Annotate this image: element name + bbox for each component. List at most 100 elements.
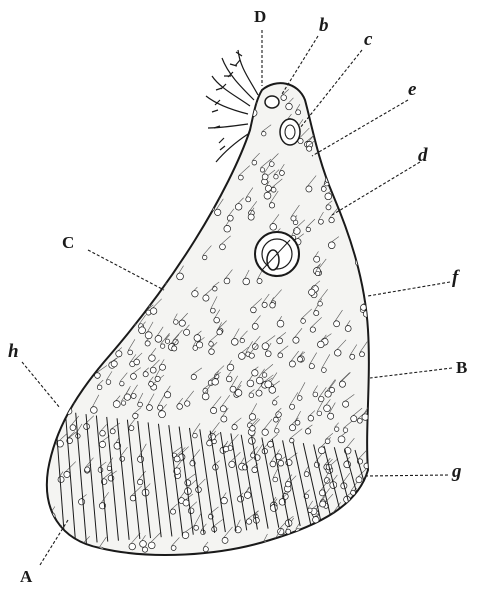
granule <box>260 168 264 172</box>
granule <box>346 546 352 552</box>
granule <box>53 546 59 552</box>
granule <box>248 214 254 220</box>
granule <box>74 265 79 270</box>
cytoplasm-streak <box>319 127 325 133</box>
cytoplasm-streak <box>125 201 132 208</box>
granule <box>273 477 278 482</box>
granule <box>59 372 66 379</box>
cytoplasm-streak <box>90 160 94 165</box>
granule <box>88 284 92 288</box>
granule <box>358 540 364 546</box>
cytoplasm-streak <box>193 161 201 170</box>
granule <box>182 532 189 539</box>
granule <box>79 147 85 153</box>
granule <box>250 426 256 432</box>
granule <box>356 505 362 511</box>
granule <box>117 128 123 134</box>
granule <box>343 401 349 407</box>
cytoplasm-streak <box>80 143 84 148</box>
granule <box>220 406 226 412</box>
cytoplasm-streak <box>169 180 177 191</box>
granule <box>289 361 295 367</box>
cytoplasm-streak <box>152 144 159 152</box>
cytoplasm-streak <box>313 111 320 119</box>
granule <box>343 185 349 191</box>
label-g: g <box>452 462 462 481</box>
cytoplasm-streak <box>181 168 185 174</box>
granule <box>281 95 287 101</box>
granule <box>341 194 347 200</box>
cytoplasm-streak <box>169 147 177 159</box>
granule <box>99 441 105 447</box>
granule <box>223 446 228 451</box>
cytoplasm-streak <box>341 196 347 207</box>
granule <box>169 247 174 252</box>
granule <box>275 540 281 546</box>
granule <box>79 383 84 388</box>
granule <box>145 341 150 346</box>
cytoplasm-streak <box>283 538 288 544</box>
cytoplasm-streak <box>164 125 171 131</box>
cytoplasm-streak <box>204 192 207 198</box>
granule <box>195 129 202 136</box>
cytoplasm-streak <box>109 330 112 336</box>
granule <box>243 278 250 285</box>
cytoplasm-streak <box>91 125 100 134</box>
label-h: h <box>8 342 19 361</box>
granule <box>173 99 179 105</box>
granule <box>214 317 220 323</box>
granule <box>49 370 55 376</box>
cytoplasm-streak <box>116 112 121 121</box>
granule <box>307 543 313 549</box>
cytoplasm-streak <box>60 126 63 132</box>
nucleus <box>255 232 299 276</box>
cytoplasm-streak <box>79 376 85 384</box>
granule <box>202 134 207 139</box>
granule <box>128 199 134 205</box>
granule <box>220 166 224 170</box>
granule <box>325 546 330 551</box>
granule <box>309 95 314 100</box>
granule <box>325 193 332 200</box>
granule <box>170 509 175 514</box>
cytoplasm-streak <box>139 246 148 257</box>
cytoplasm-streak <box>83 323 89 334</box>
cytoplasm-streak <box>337 518 345 525</box>
granule <box>251 307 257 313</box>
granule <box>265 381 272 388</box>
granule <box>308 415 314 421</box>
granule <box>136 113 141 118</box>
granule <box>120 381 124 385</box>
granule <box>224 225 231 232</box>
granule <box>66 362 72 368</box>
granule <box>252 160 257 165</box>
cytoplasm-streak <box>156 156 163 165</box>
granule <box>205 144 210 149</box>
cytoplasm-streak <box>50 364 60 371</box>
cytoplasm-streak <box>344 85 353 98</box>
cytoplasm-streak <box>67 87 78 96</box>
granule <box>238 353 245 360</box>
granule <box>252 370 258 376</box>
granule <box>104 130 110 136</box>
cytoplasm-streak <box>354 524 357 530</box>
granule <box>224 278 230 284</box>
granule <box>252 467 258 473</box>
granule <box>56 349 61 354</box>
cytoplasm-streak <box>57 192 66 198</box>
granule <box>246 197 251 202</box>
granule <box>183 500 189 506</box>
granule <box>270 224 277 231</box>
granule <box>62 157 67 162</box>
granule <box>356 477 362 483</box>
granule <box>94 280 101 287</box>
granule <box>192 291 198 297</box>
cytoplasm-streak <box>100 337 107 342</box>
cytoplasm-streak <box>338 125 345 133</box>
cytoplasm-streak <box>145 285 152 290</box>
granule <box>350 354 355 359</box>
label-f: f <box>452 268 458 287</box>
granule <box>169 266 174 271</box>
granule <box>343 428 348 433</box>
cytoplasm-streak <box>179 150 189 162</box>
